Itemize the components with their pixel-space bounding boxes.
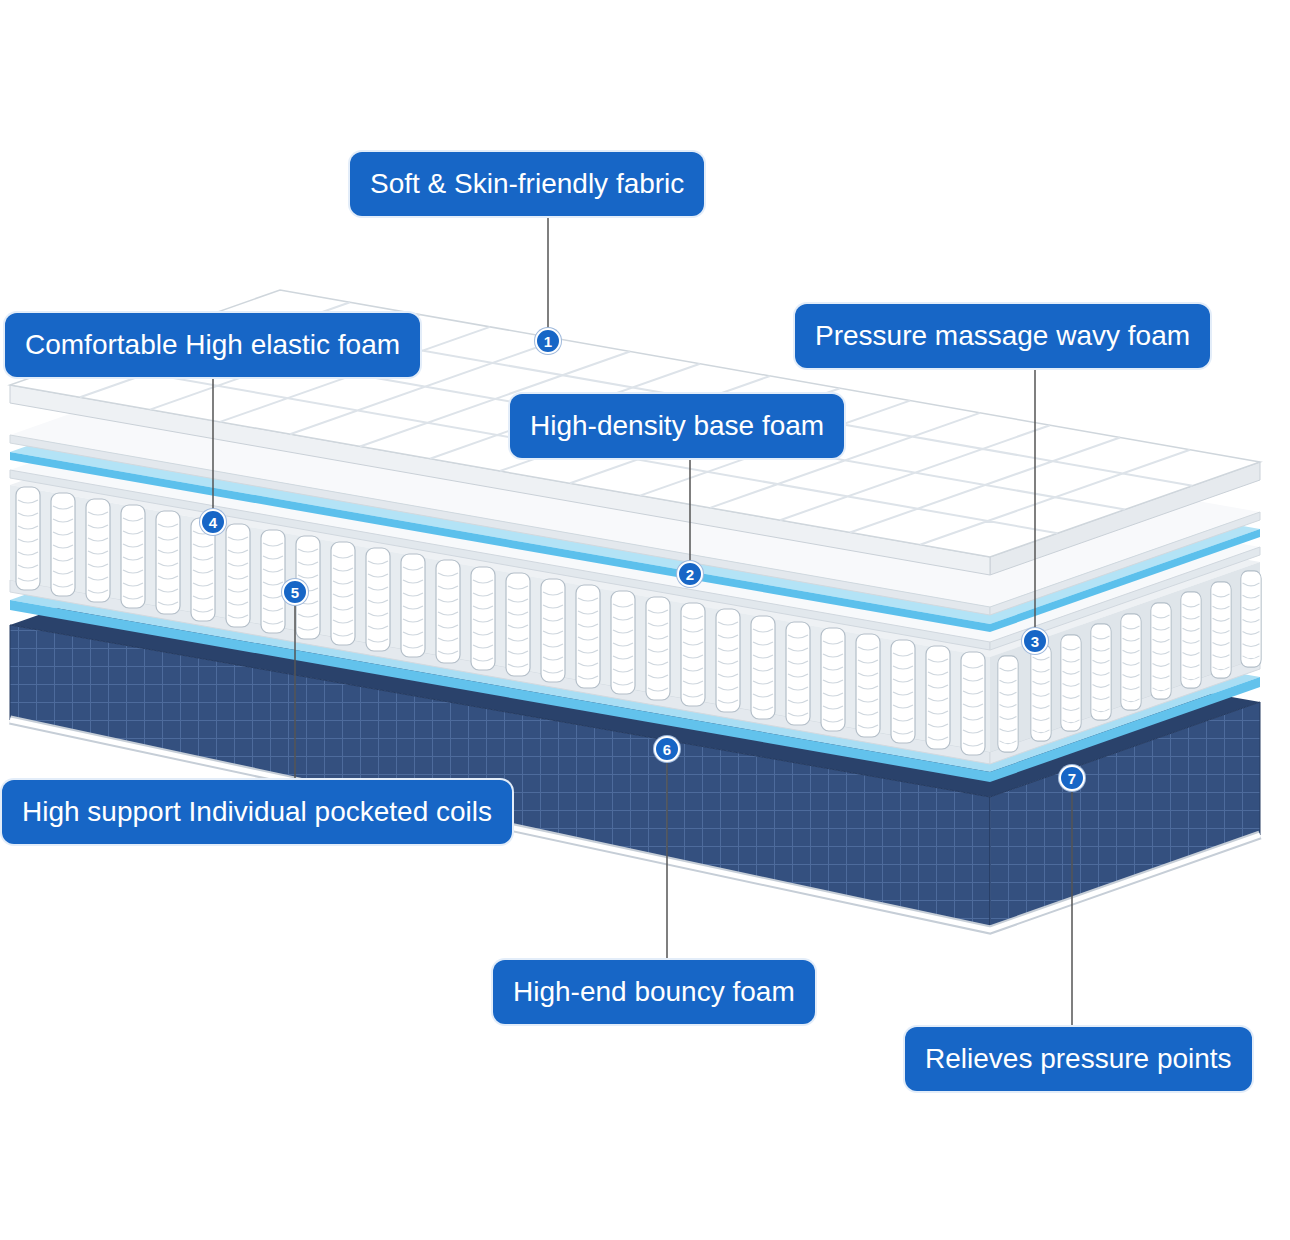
coil [51, 493, 75, 596]
coil [1031, 645, 1051, 741]
coil [16, 487, 40, 590]
coil [261, 530, 285, 633]
callout-number-text: 1 [544, 334, 552, 349]
label-text: Soft & Skin-friendly fabric [370, 168, 684, 200]
callout-number-text: 5 [291, 585, 299, 600]
leader-line [1071, 791, 1073, 1027]
label-text: Comfortable High elastic foam [25, 329, 400, 361]
leader-line [294, 605, 296, 780]
callout-number-text: 2 [686, 567, 694, 582]
label-text: High-end bouncy foam [513, 976, 795, 1008]
coil [646, 597, 670, 700]
coil [1091, 624, 1111, 720]
coil [86, 499, 110, 602]
coil [891, 640, 915, 743]
coil [401, 554, 425, 657]
label-box: Comfortable High elastic foam [5, 313, 420, 377]
coil [1121, 614, 1141, 710]
label-text: Pressure massage wavy foam [815, 320, 1190, 352]
label-box: High support Individual pocketed coils [2, 780, 512, 844]
callout-number: 7 [1059, 765, 1085, 791]
callout-number-text: 3 [1031, 634, 1039, 649]
coil [716, 609, 740, 712]
callout-number-text: 6 [663, 742, 671, 757]
label-text: High-density base foam [530, 410, 824, 442]
leader-line [1034, 368, 1036, 628]
coil [436, 560, 460, 663]
callout-number: 5 [282, 579, 308, 605]
coil [506, 573, 530, 676]
coil [576, 585, 600, 688]
leader-line [689, 458, 691, 561]
coil [156, 511, 180, 614]
label-box: High-density base foam [510, 394, 844, 458]
label-box: Relieves pressure points [905, 1027, 1252, 1091]
coil [471, 567, 495, 670]
coil [1181, 592, 1201, 688]
leader-line [212, 377, 214, 509]
label-box: High-end bouncy foam [493, 960, 815, 1024]
callout-number: 1 [535, 328, 561, 354]
callout-number: 2 [677, 561, 703, 587]
callout-number: 3 [1022, 628, 1048, 654]
coil [821, 628, 845, 731]
callout-number: 6 [654, 736, 680, 762]
leader-line [666, 762, 668, 960]
coil [681, 603, 705, 706]
coil [121, 505, 145, 608]
coil [1211, 582, 1231, 678]
coil [1151, 603, 1171, 699]
coil [226, 524, 250, 627]
coil [611, 591, 635, 694]
label-text: Relieves pressure points [925, 1043, 1232, 1075]
coil [961, 652, 985, 755]
coil [786, 622, 810, 725]
coil [1061, 635, 1081, 731]
coil [926, 646, 950, 749]
coil [541, 579, 565, 682]
coil [1241, 571, 1261, 667]
coil [998, 656, 1018, 752]
label-box: Soft & Skin-friendly fabric [350, 152, 704, 216]
leader-line [547, 216, 549, 328]
coil [751, 616, 775, 719]
coil [366, 548, 390, 651]
callout-number-text: 7 [1068, 771, 1076, 786]
coil [856, 634, 880, 737]
fabric-top [10, 290, 1260, 557]
callout-number: 4 [200, 509, 226, 535]
label-text: High support Individual pocketed coils [22, 796, 492, 828]
coil [331, 542, 355, 645]
callout-number-text: 4 [209, 515, 217, 530]
label-box: Pressure massage wavy foam [795, 304, 1210, 368]
